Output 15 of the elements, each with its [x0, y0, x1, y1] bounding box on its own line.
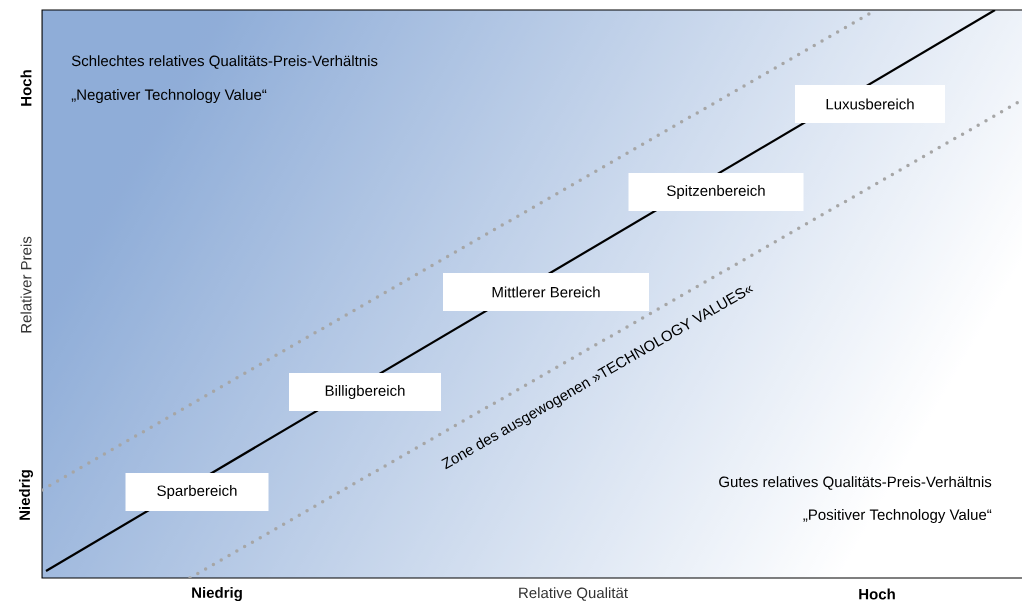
axis-tick-label: Hoch	[20, 70, 32, 106]
region-note: Gutes relatives Qualitäts-Preis-Verhältnis	[719, 476, 992, 490]
axis-tick-label: Niedrig	[19, 470, 34, 520]
region-note: „Positiver Technology Value“	[803, 509, 992, 523]
zone-label-box: Spitzenbereich	[628, 173, 804, 211]
region-note: Schlechtes relatives Qualitäts-Preis-Verhältnis	[71, 55, 378, 69]
zone-label-box: Billigbereich	[289, 373, 441, 411]
axis-title: Relativer Preis	[20, 236, 32, 333]
zone-label-box: Mittlerer Bereich	[443, 273, 649, 311]
axis-title: Relative Qualität	[519, 587, 628, 601]
axis-tick-label: Niedrig	[192, 586, 242, 601]
region-note: „Negativer Technology Value“	[71, 89, 267, 103]
zone-label-box: Luxusbereich	[795, 85, 945, 123]
axis-tick-label: Hoch	[859, 588, 895, 600]
zone-label-box: Sparbereich	[125, 473, 269, 511]
